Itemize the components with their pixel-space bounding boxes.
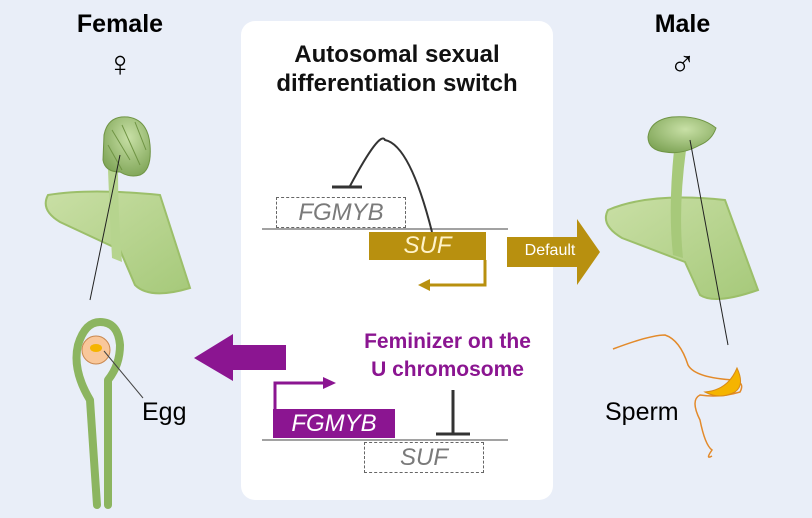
feminizer-graphic bbox=[194, 334, 508, 441]
male-label: Male bbox=[654, 10, 711, 38]
female-plant-icon bbox=[44, 116, 192, 301]
suf-active-gene: SUF bbox=[403, 232, 452, 259]
female-label: Female bbox=[76, 10, 164, 38]
feminizer-arrow bbox=[194, 334, 286, 381]
sperm-label: Sperm bbox=[605, 398, 679, 426]
sperm-icon bbox=[612, 334, 743, 458]
fgmyb-transcription-arrow bbox=[323, 377, 336, 389]
fgmyb-gene-box bbox=[273, 409, 395, 438]
switch-panel-title: Autosomal sexual differentiation switch bbox=[276, 41, 518, 97]
male-plant-icon bbox=[604, 116, 760, 346]
feminizer-label-line2: U chromosome bbox=[371, 358, 524, 381]
suf-gene-box bbox=[369, 232, 486, 260]
suf-repression-curve bbox=[349, 137, 433, 233]
feminizer-label: Feminizer on the U chromosome bbox=[340, 328, 555, 384]
default-arrow bbox=[507, 219, 600, 285]
female-symbol-icon: ♀ bbox=[106, 43, 134, 84]
archegonium-icon bbox=[72, 318, 144, 509]
suf-repressed-gene: SUF bbox=[364, 442, 484, 473]
egg-label: Egg bbox=[142, 398, 187, 426]
fgmyb-repressed-gene: FGMYB bbox=[276, 197, 406, 228]
male-symbol-icon: ♂ bbox=[669, 43, 696, 84]
feminizer-label-line1: Feminizer on the bbox=[364, 330, 531, 353]
fgmyb-active-gene: FGMYB bbox=[291, 410, 377, 437]
suf-transcription-arrow bbox=[418, 279, 430, 291]
default-arrow-label: Default bbox=[524, 242, 576, 259]
autosomal-switch-graphic bbox=[262, 137, 600, 291]
